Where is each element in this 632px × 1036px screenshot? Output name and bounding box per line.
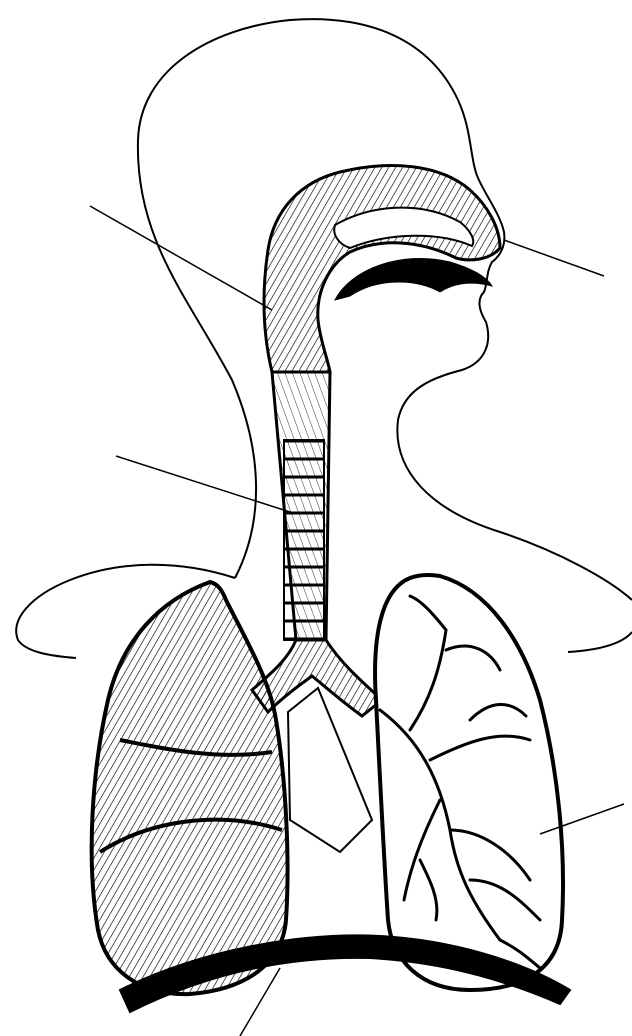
right-shoulder	[568, 632, 632, 652]
left-lung	[375, 575, 563, 990]
nose-leader	[504, 240, 604, 276]
trachea	[284, 440, 324, 640]
pharynx-leader	[90, 206, 272, 310]
mouth	[335, 258, 492, 300]
right-lung	[92, 582, 288, 994]
trachea-leader	[116, 456, 290, 512]
head-outline	[138, 19, 632, 600]
